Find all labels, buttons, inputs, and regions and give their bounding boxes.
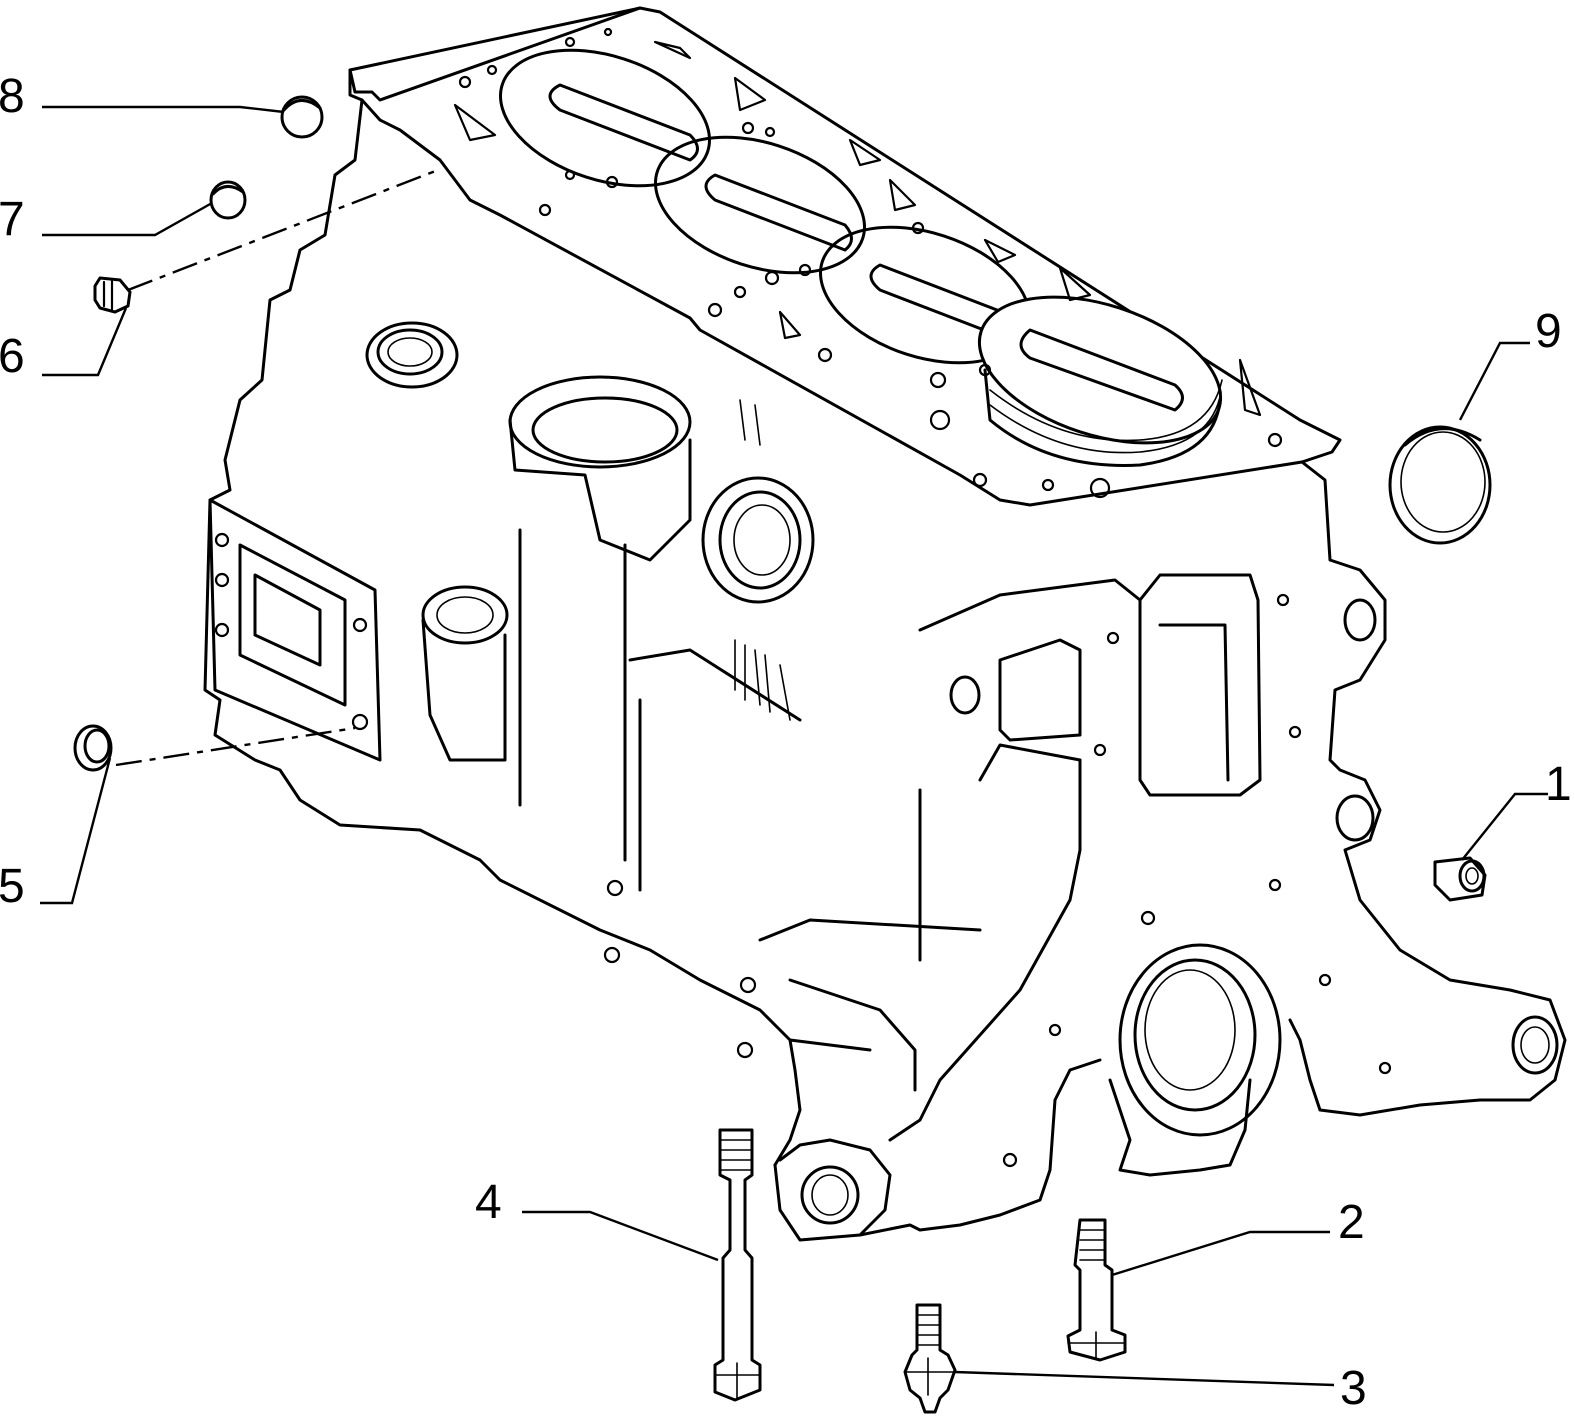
cylinder-bores <box>499 48 1223 467</box>
part-5-seal-ring <box>73 724 113 772</box>
callout-4: 4 <box>475 1176 502 1229</box>
part-2-bolt <box>1066 1218 1127 1362</box>
leader-6 <box>42 307 128 377</box>
leader-5 <box>40 757 112 905</box>
engine-block <box>203 6 1567 1242</box>
callout-1: 1 <box>1545 758 1572 811</box>
leader-8 <box>42 105 285 114</box>
block-side-details <box>208 321 1392 1168</box>
leader-3 <box>954 1370 1335 1387</box>
part-1-dowel-bushing <box>1433 856 1487 902</box>
part-6-threaded-plug <box>93 276 132 314</box>
leader-lines <box>40 105 1548 1387</box>
part-7-plug <box>209 180 247 220</box>
leader-4 <box>522 1210 719 1262</box>
callout-2: 2 <box>1338 1196 1365 1249</box>
part-9-cup-plug <box>1388 425 1492 545</box>
part-4-stud-bolt <box>713 1128 762 1402</box>
callout-7: 7 <box>0 193 25 246</box>
leader-1 <box>1461 792 1548 861</box>
leader-7 <box>42 201 213 237</box>
leader-6-dashed <box>127 168 439 292</box>
callout-3: 3 <box>1340 1362 1367 1415</box>
callout-numbers: 8 7 6 5 9 1 4 2 3 <box>0 70 1572 1415</box>
leader-5-dashed <box>115 726 356 767</box>
leader-9 <box>1458 341 1530 421</box>
part-3-jet-bolt <box>903 1303 957 1414</box>
callout-5: 5 <box>0 860 25 913</box>
leader-2 <box>1111 1230 1330 1277</box>
callout-9: 9 <box>1535 305 1562 358</box>
callout-8: 8 <box>0 70 25 123</box>
callout-6: 6 <box>0 330 25 383</box>
deck-holes <box>453 27 1283 499</box>
part-8-plug <box>280 95 324 139</box>
